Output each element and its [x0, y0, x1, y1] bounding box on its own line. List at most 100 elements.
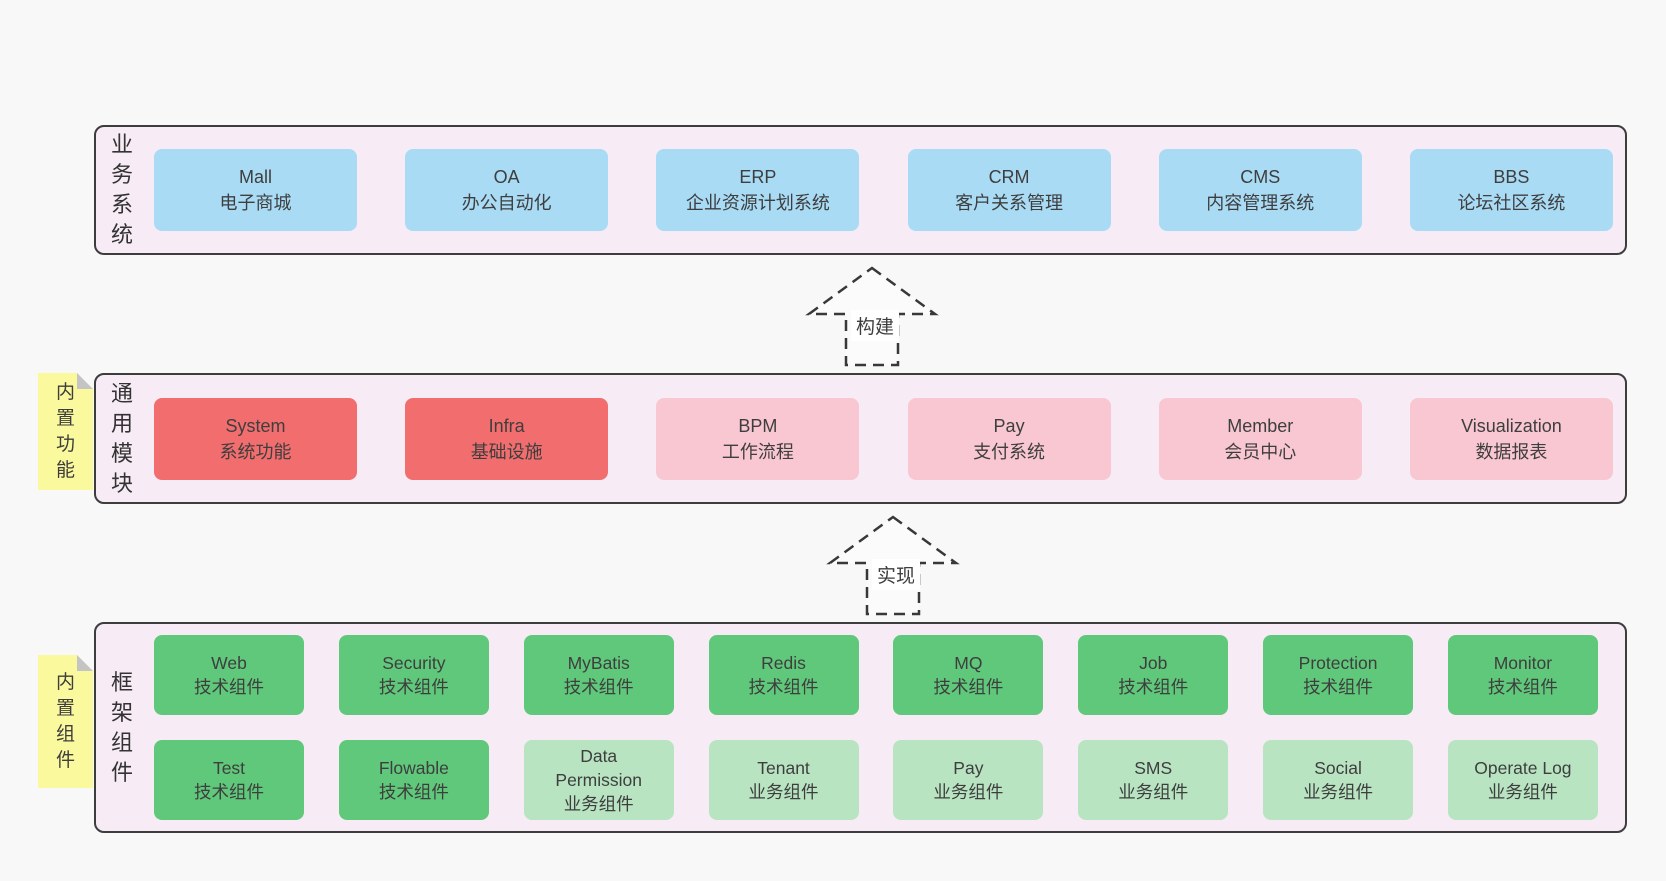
- arrow-up-build: 构建: [805, 266, 939, 367]
- module-box-subtitle: 会员中心: [1224, 441, 1297, 462]
- module-box-title: Security: [382, 653, 446, 673]
- module-box-subtitle: 业务组件: [1303, 782, 1374, 802]
- module-box-title: Tenant: [757, 758, 810, 778]
- module-box-mybatis: MyBatis 技术组件: [523, 635, 674, 715]
- module-box-system: System 系统功能: [154, 397, 357, 480]
- module-box-title: SMS: [1134, 758, 1173, 778]
- module-box-title: Infra: [488, 415, 525, 436]
- module-box-subtitle: 技术组件: [194, 782, 264, 802]
- module-box-subtitle: 系统功能: [219, 441, 292, 462]
- module-box-title: Redis: [761, 653, 806, 673]
- module-box-web: Web 技术组件: [154, 635, 304, 715]
- module-box-subtitle: 业务组件: [1487, 782, 1558, 802]
- module-box-subtitle: 业务组件: [1118, 782, 1189, 802]
- module-box-oa: OA 办公自动化: [405, 149, 609, 231]
- module-box-subtitle: 论坛社区系统: [1457, 193, 1566, 213]
- arrow-implement-label: 实现: [872, 559, 921, 590]
- module-box-erp: ERP 企业资源计划系统: [656, 149, 860, 231]
- module-box-subtitle: 技术组件: [933, 677, 1004, 697]
- module-box-subtitle: 业务组件: [563, 794, 634, 814]
- module-box-title: Test: [212, 758, 246, 778]
- module-box-bbs: BBS 论坛社区系统: [1409, 149, 1613, 231]
- module-box-pay: Pay 业务组件: [893, 740, 1044, 820]
- module-box-flowable: Flowable 技术组件: [338, 740, 489, 820]
- sticky-note-builtin-features: 内置功能: [38, 373, 93, 490]
- module-box-visualization: Visualization 数据报表: [1409, 397, 1613, 480]
- panel-common-modules-label: 通用模块: [110, 380, 133, 496]
- module-box-title: Monitor: [1493, 653, 1553, 673]
- module-box-sms: SMS 业务组件: [1078, 740, 1229, 820]
- module-box-subtitle: 电子商城: [219, 193, 292, 213]
- module-box-subtitle: 业务组件: [748, 782, 819, 802]
- panel-framework-components: 框架组件 Web 技术组件 Security 技术组件 MyBatis 技术组件 Redis…: [94, 622, 1627, 833]
- module-box-title: Flowable: [378, 758, 449, 778]
- module-box-subtitle: 企业资源计划系统: [685, 193, 830, 213]
- module-box-title: Operate Log: [1474, 758, 1572, 778]
- module-box-security: Security 技术组件: [338, 635, 489, 715]
- module-box-title: CMS: [1240, 167, 1281, 187]
- sticky-note-builtin-components: 内置组件: [38, 655, 93, 788]
- module-box-subtitle: 基础设施: [470, 441, 543, 462]
- module-box-subtitle: 技术组件: [378, 677, 449, 697]
- module-box-monitor: Monitor 技术组件: [1447, 635, 1598, 715]
- sticky-note-builtin-components-text: 内置组件: [55, 671, 75, 771]
- module-box-protection: Protection 技术组件: [1263, 635, 1414, 715]
- sticky-note-builtin-features-text: 内置功能: [55, 381, 75, 481]
- module-box-subtitle: 业务组件: [933, 782, 1004, 802]
- module-box-title: Social: [1314, 758, 1362, 778]
- module-box-subtitle: 数据报表: [1475, 441, 1548, 462]
- module-box-subtitle: 技术组件: [378, 782, 449, 802]
- module-box-title: BPM: [738, 415, 778, 436]
- module-box-subtitle: 技术组件: [194, 677, 264, 697]
- module-box-title: MQ: [954, 653, 983, 673]
- module-box-subtitle: 办公自动化: [461, 193, 552, 213]
- module-box-data-permission: Data Permission 业务组件: [523, 740, 674, 820]
- module-box-subtitle: 技术组件: [1487, 677, 1558, 697]
- module-box-bpm: BPM 工作流程: [656, 397, 860, 480]
- arrow-build-label: 构建: [851, 310, 900, 341]
- module-box-operate-log: Operate Log 业务组件: [1447, 740, 1598, 820]
- arrow-up-implement: 实现: [826, 515, 960, 616]
- module-box-title: CRM: [988, 167, 1030, 187]
- module-box-cms: CMS 内容管理系统: [1158, 149, 1362, 231]
- module-box-subtitle: 技术组件: [563, 677, 634, 697]
- module-box-title: Member: [1227, 415, 1294, 436]
- module-box-title: Data Permission: [555, 746, 642, 790]
- module-box-subtitle: 技术组件: [1303, 677, 1374, 697]
- module-box-title: Web: [211, 653, 247, 673]
- module-box-title: ERP: [739, 167, 777, 187]
- module-box-title: Pay: [953, 758, 984, 778]
- module-box-title: Protection: [1298, 653, 1378, 673]
- module-box-title: Job: [1139, 653, 1168, 673]
- module-box-subtitle: 支付系统: [973, 441, 1046, 462]
- module-box-test: Test 技术组件: [154, 740, 304, 820]
- module-box-mq: MQ 技术组件: [893, 635, 1044, 715]
- module-box-social: Social 业务组件: [1263, 740, 1414, 820]
- module-box-subtitle: 技术组件: [1118, 677, 1189, 697]
- module-box-title: System: [225, 415, 286, 436]
- module-box-title: Visualization: [1461, 415, 1562, 436]
- module-box-infra: Infra 基础设施: [405, 397, 609, 480]
- module-box-title: MyBatis: [567, 653, 630, 673]
- panel-framework-components-label: 框架组件: [110, 669, 133, 785]
- module-box-tenant: Tenant 业务组件: [708, 740, 859, 820]
- module-box-member: Member 会员中心: [1158, 397, 1362, 480]
- module-box-subtitle: 内容管理系统: [1206, 193, 1315, 213]
- module-box-subtitle: 工作流程: [721, 441, 794, 462]
- panel-business-systems-label: 业务系统: [110, 132, 133, 247]
- module-box-title: OA: [493, 167, 520, 187]
- module-box-title: BBS: [1493, 167, 1530, 187]
